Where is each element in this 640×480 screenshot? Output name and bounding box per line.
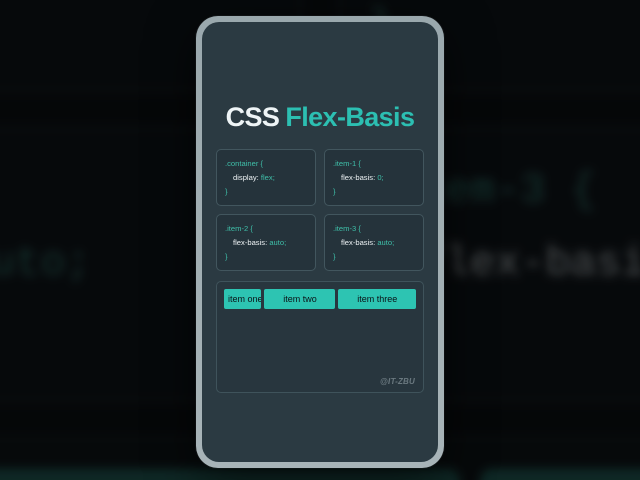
code-selector: .item-1 {	[333, 159, 361, 168]
code-row-2: .item-2 { flex-basis: auto;} .item-3 { fle…	[216, 214, 424, 272]
code-close-brace: }	[333, 252, 336, 262]
watermark: @IT-ZBU	[380, 377, 415, 387]
blurred-demo-item: item two	[0, 468, 460, 480]
code-value: auto;	[269, 238, 287, 248]
code-property: flex-basis:	[341, 238, 376, 248]
blurred-value: auto;	[0, 239, 91, 288]
page-title-secondary: Flex-Basis	[285, 102, 415, 132]
code-property: flex-basis:	[341, 173, 376, 183]
code-block-item-2: .item-2 { flex-basis: auto;}	[216, 214, 316, 272]
demo-flex-container: item one item two item three @IT-ZBU	[216, 281, 424, 394]
code-selector: .item-2 {	[225, 224, 253, 234]
code-block-item-1: .item-1 { flex-basis: 0;}	[324, 149, 424, 207]
code-property: flex-basis:	[233, 238, 268, 248]
code-close-brace: }	[225, 252, 228, 262]
code-close-brace: }	[333, 187, 336, 197]
code-value: flex;	[260, 173, 275, 183]
code-close-brace: }	[225, 187, 228, 197]
page-title-primary: CSS	[225, 102, 280, 132]
demo-item-two: item two	[264, 289, 336, 310]
blurred-demo-item: item three	[479, 468, 640, 480]
blurred-property: flex-basis:	[419, 239, 640, 288]
code-value: 0;	[377, 173, 384, 183]
code-row-1: .container { display: flex;} .item-1 { fle…	[216, 149, 424, 207]
code-block-container: .container { display: flex;}	[216, 149, 316, 207]
demo-item-three: item three	[338, 289, 416, 310]
code-property: display:	[233, 173, 259, 183]
code-block-item-3: .item-3 { flex-basis: auto;}	[324, 214, 424, 272]
code-selector: .item-3 {	[333, 224, 361, 234]
demo-item-one: item one	[224, 289, 262, 310]
code-value: auto;	[377, 238, 395, 248]
code-selector: .container {	[225, 159, 263, 168]
